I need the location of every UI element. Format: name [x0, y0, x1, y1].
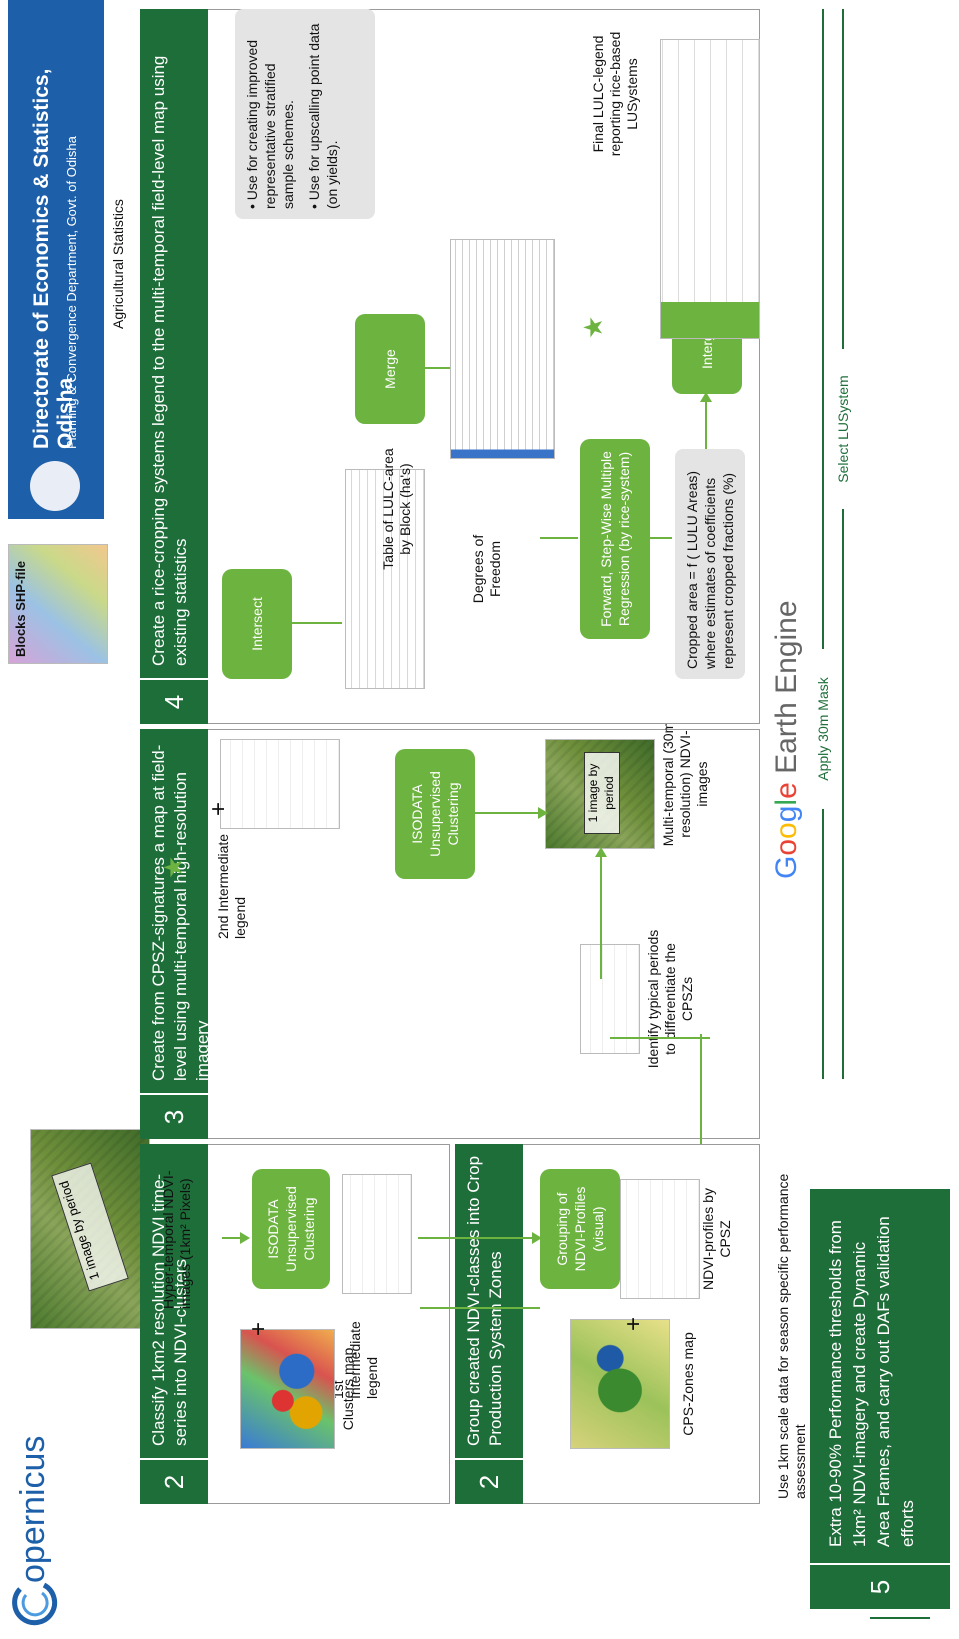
- gee-o1: o: [770, 838, 803, 856]
- isodata-clustering-3: ISODATA Unsupervised Clustering: [395, 749, 475, 879]
- google-earth-engine-logo: Google Earth Engine: [770, 549, 810, 879]
- select-lusystem-label: Select LUSystem: [835, 375, 851, 483]
- use-1km-scale-label: Use 1km scale data for season specific p…: [775, 1173, 808, 1499]
- agricultural-statistics-label: Agricultural Statistics: [110, 199, 126, 329]
- section-5-title: Extra 10-90% Performance thresholds from…: [826, 1216, 917, 1547]
- final-legend-label: Final LULC-legend reporting rice-based L…: [590, 31, 640, 157]
- section-2b-number: 2: [455, 1458, 523, 1504]
- section-3-header: 3 Create from CPSZ-signatures a map at f…: [140, 729, 212, 1139]
- merge-box: Merge: [355, 314, 425, 424]
- table-label: Table of LULC-area by Block (ha's): [380, 448, 413, 570]
- clusters-map-image: [240, 1329, 335, 1449]
- use-item-1: • Use for creating improved representati…: [244, 39, 296, 209]
- section-2a-number: 2: [140, 1458, 208, 1504]
- image-by-period-tag: 1 image by period: [51, 1162, 129, 1292]
- star-icon-lulc: ★: [578, 315, 608, 339]
- section-4-title: Create a rice-cropping systems legend to…: [149, 55, 190, 666]
- isodata-clustering-2a: ISODATA Unsupervised Clustering: [252, 1169, 330, 1289]
- cps-zones-map-label: CPS-Zones map: [680, 1332, 696, 1436]
- blocks-shp-file-map: Blocks SHP-file: [8, 544, 108, 664]
- ndvi-profiles-label: NDVI-profiles by CPSZ: [700, 1188, 733, 1290]
- uses-box: • Use for creating improved representati…: [235, 9, 375, 219]
- merged-table: [450, 239, 555, 459]
- section-3-number: 3: [140, 1093, 208, 1139]
- odisha-des-banner: Directorate of Economics & Statistics, O…: [8, 0, 104, 519]
- apply-30m-mask-label: Apply 30m Mask: [815, 677, 831, 781]
- copernicus-swirl-icon: [12, 1582, 58, 1626]
- regression-box: Forward, Step-Wise Multiple Regression (…: [580, 439, 650, 639]
- section-5-number: 5: [810, 1563, 950, 1609]
- cropped-area-formula: Cropped area = f ( LULU Areas) where est…: [675, 449, 745, 679]
- copernicus-logo: opernicus: [8, 1435, 63, 1629]
- plus-sign-3: +: [205, 802, 232, 817]
- section-4-number: 4: [140, 678, 208, 724]
- section-2b-title: Group created NDVI-classes into Crop Pro…: [464, 1155, 505, 1446]
- multi-temporal-image-tag: 1 image by period: [584, 752, 620, 834]
- ndvi-profiles-chart: [620, 1179, 700, 1299]
- gee-g2: g: [770, 805, 803, 823]
- first-intermediate-legend-chart: [342, 1174, 412, 1294]
- multi-temporal-label: Multi-temporal (30m resolution) NDVI-ima…: [660, 721, 710, 847]
- section-3-title: Create from CPSZ-signatures a map at fie…: [149, 744, 212, 1081]
- copernicus-wordmark: opernicus: [14, 1435, 52, 1583]
- section-2b-header: 2 Group created NDVI-classes into Crop P…: [455, 1144, 523, 1504]
- gee-rest: Earth Engine: [770, 600, 803, 783]
- grouping-ndvi-profiles: Grouping of NDVI-Profiles (visual): [540, 1169, 620, 1289]
- emblem-icon: [30, 461, 80, 511]
- hyper-temporal-label: Hyper-temporal NDVI-images (1km² Pixels): [160, 1170, 193, 1309]
- plus-sign-2a: +: [245, 1322, 272, 1337]
- second-intermediate-legend-chart: [220, 739, 340, 829]
- clusters-map-label: Clusters map: [340, 1347, 356, 1431]
- second-intermediate-legend-label: 2nd Intermediate legend: [215, 833, 248, 939]
- degrees-of-freedom-label: Degrees of Freedom: [470, 534, 503, 604]
- final-legend-table: [660, 39, 760, 339]
- identify-periods-label: Identify typical periods to differentiat…: [645, 929, 695, 1069]
- blocks-shp-file-label: Blocks SHP-file: [13, 560, 28, 657]
- hyper-temporal-image-stack: 1 image by period: [30, 1129, 150, 1329]
- star-icon-legend: ★: [158, 855, 188, 879]
- gee-g1: G: [770, 855, 803, 879]
- cps-zones-map-image: [570, 1319, 670, 1449]
- gee-l: l: [770, 798, 803, 806]
- section-5-box: 5 Extra 10-90% Performance thresholds fr…: [810, 1189, 950, 1609]
- plus-sign-2b: +: [620, 1317, 647, 1332]
- organization-subtitle: Planning & Convergence Department, Govt.…: [64, 136, 79, 449]
- gee-o2: o: [770, 822, 803, 839]
- use-item-2: • Use for upscalling point data (on yiel…: [306, 23, 340, 209]
- multi-temporal-ndvi-images: 1 image by period: [545, 739, 655, 849]
- gee-e: e: [770, 782, 803, 799]
- section-4-header: 4 Create a rice-cropping systems legend …: [140, 9, 208, 724]
- intersect-box: Intersect: [222, 569, 292, 679]
